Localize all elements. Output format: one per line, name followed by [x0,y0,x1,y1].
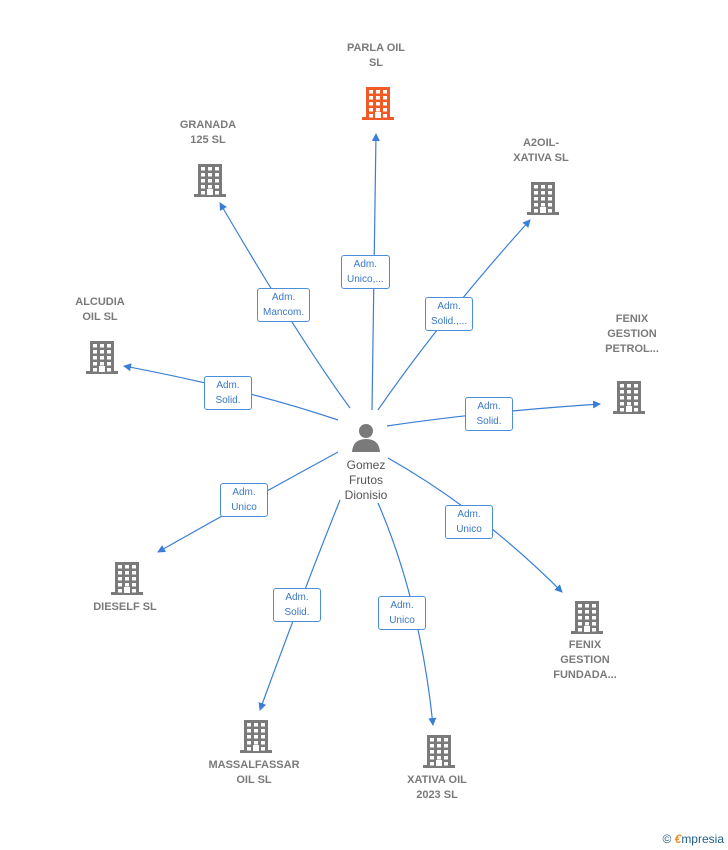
company-label-massal[interactable]: MASSALFASSAR OIL SL [208,759,300,786]
person-icon[interactable] [352,424,380,452]
edge-label-massal[interactable]: Adm. Solid. [273,588,321,622]
building-icon-xativa2023[interactable] [423,735,455,768]
company-label-dieself[interactable]: DIESELF SL [93,601,157,613]
edge-granada [219,202,351,409]
building-icon-granada[interactable] [194,164,226,197]
company-label-fenixfund[interactable]: FENIX GESTION FUNDADA... [553,639,617,681]
company-label-a2oil[interactable]: A2OIL- XATIVA SL [513,137,569,164]
edge-label-parla[interactable]: Adm. Unico,... [341,255,390,289]
edge-label-alcudia[interactable]: Adm. Solid. [204,376,252,410]
company-label-fenixpetrol[interactable]: FENIX GESTION PETROL... [605,313,659,355]
building-icon-a2oil[interactable] [527,182,559,215]
copyright-symbol: © [662,832,672,846]
brand-initial: € [674,832,682,846]
edge-label-dieself[interactable]: Adm. Unico [220,483,268,517]
building-icon-parla[interactable] [362,87,394,120]
edge-label-fenixfund[interactable]: Adm. Unico [445,505,493,539]
company-label-granada[interactable]: GRANADA 125 SL [179,119,237,146]
edge-label-granada[interactable]: Adm. Mancom. [257,288,311,322]
company-label-parla[interactable]: PARLA OIL SL [346,42,406,69]
edge-label-fenixpetrol[interactable]: Adm. Solid. [465,397,513,431]
building-icon-dieself[interactable] [111,562,143,595]
empresia-watermark[interactable]: © €mpresia [662,832,724,846]
company-label-xativa2023[interactable]: XATIVA OIL 2023 SL [407,774,467,801]
company-label-alcudia[interactable]: ALCUDIA OIL SL [75,296,125,323]
edge-label-xativa2023[interactable]: Adm. Unico [378,596,426,630]
brand-name: mpresia [681,832,724,846]
building-icon-alcudia[interactable] [86,341,118,374]
building-icon-fenixfund[interactable] [571,601,603,634]
person-label[interactable]: Gomez Frutos Dionisio [344,458,388,502]
building-icon-fenixpetrol[interactable] [613,381,645,414]
edge-label-a2oil[interactable]: Adm. Solid.,... [425,297,474,331]
building-icon-massal[interactable] [240,720,272,753]
